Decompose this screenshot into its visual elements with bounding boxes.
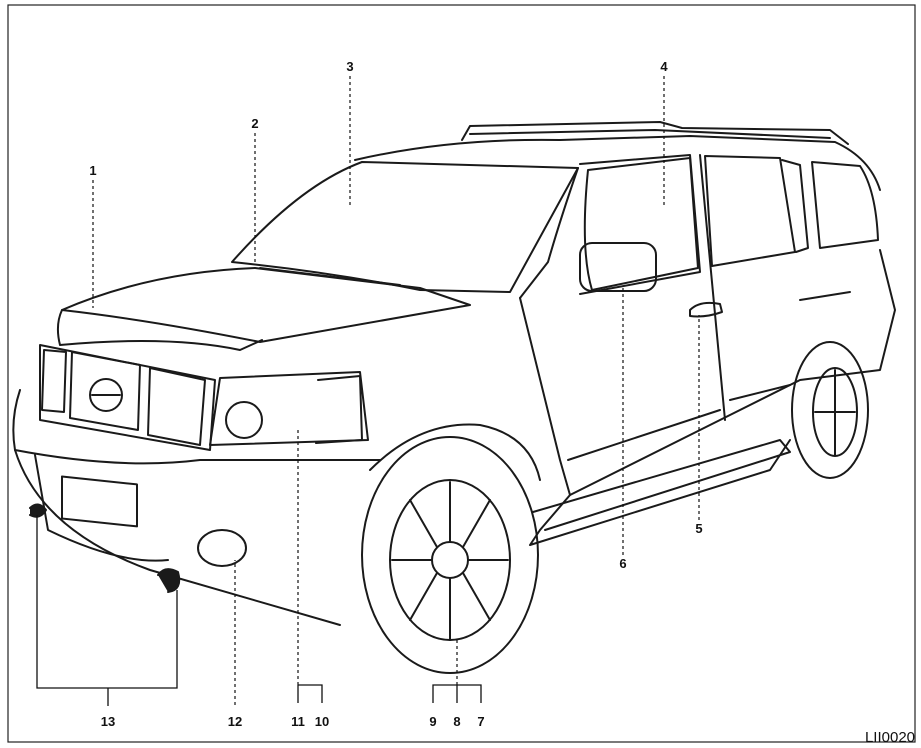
callout-11: 11 [291, 714, 305, 729]
callout-7: 7 [477, 714, 485, 729]
callout-9: 9 [429, 714, 437, 729]
callout-8: 8 [453, 714, 461, 729]
callout-2: 2 [251, 116, 259, 131]
figure-code: LII0020 [864, 729, 915, 746]
leader-lines [92, 76, 700, 705]
callout-13: 13 [100, 714, 116, 729]
callout-5: 5 [695, 521, 703, 536]
callout-4: 4 [660, 59, 668, 74]
callout-12: 12 [227, 714, 243, 729]
callout-10: 10 [314, 714, 330, 729]
callout-1: 1 [89, 163, 97, 178]
figure-border [7, 4, 916, 743]
suv-illustration [12, 121, 896, 674]
bracket-lines [36, 515, 482, 706]
callout-6: 6 [619, 556, 627, 571]
callout-3: 3 [346, 59, 354, 74]
